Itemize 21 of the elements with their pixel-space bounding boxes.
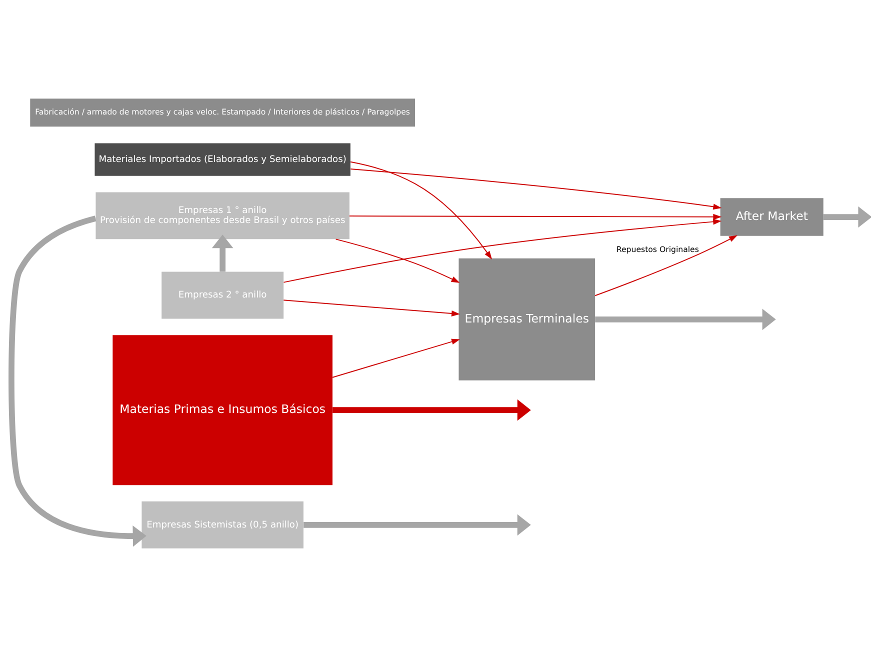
arrow xyxy=(823,206,871,228)
node-box: Empresas 1 ° anillo Provisión de componentes desde Brasil y otros países xyxy=(96,192,350,240)
arrow xyxy=(8,216,146,547)
node-box: Materias Primas e Insumos Básicos xyxy=(112,335,332,486)
arrow xyxy=(350,168,722,210)
arrow xyxy=(212,234,234,272)
arrow xyxy=(594,235,738,296)
arrow xyxy=(595,308,776,330)
node-box: Empresas Sistemistas (0,5 anillo) xyxy=(142,501,304,548)
arrow xyxy=(304,514,531,536)
node-box: Empresas Terminales xyxy=(458,258,596,380)
arrow xyxy=(332,399,531,421)
node-box: After Market xyxy=(720,198,824,236)
node-box: Empresas 2 ° anillo xyxy=(162,272,284,319)
arrow xyxy=(283,300,460,316)
node-box: Materiales Importados (Elaborados y Semielaborados) xyxy=(94,143,350,176)
arrow xyxy=(283,218,722,283)
arrow xyxy=(348,214,722,220)
arrow xyxy=(350,161,492,260)
arrow xyxy=(335,238,460,283)
arrow xyxy=(332,338,460,378)
